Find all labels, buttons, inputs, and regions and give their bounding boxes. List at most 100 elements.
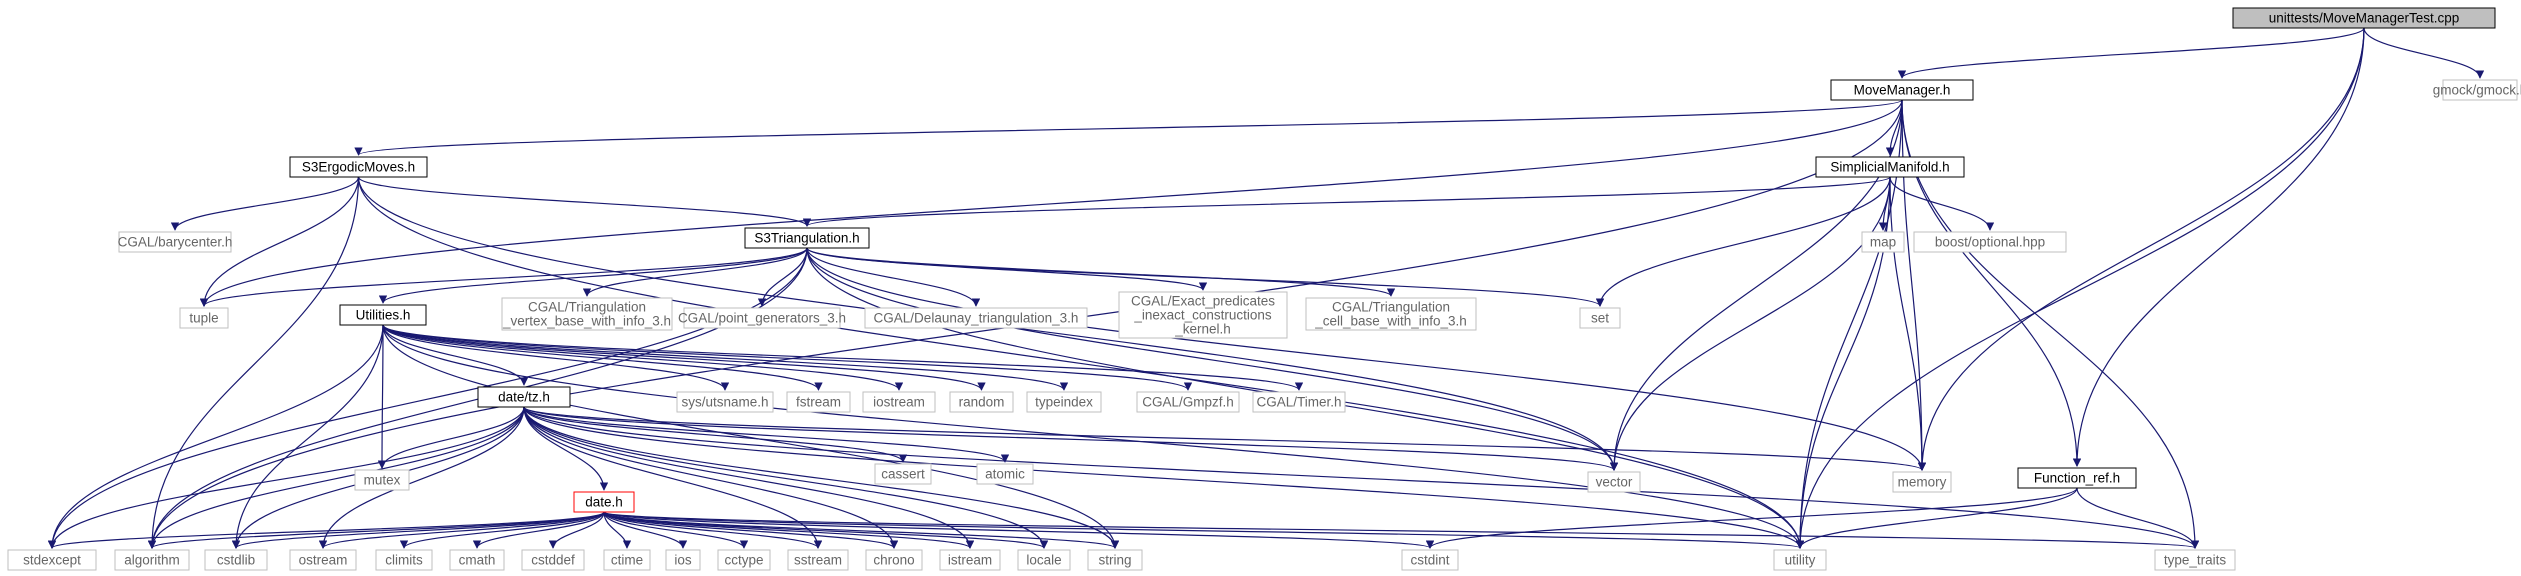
node-label: _vertex_base_with_info_3.h [502,314,671,329]
node-iostream: iostream [862,391,936,413]
edge-utilities-to-mutex [377,324,387,469]
node-dateh[interactable]: date.h [573,491,635,513]
node-label: ios [674,553,692,568]
edge-root-to-utility [1795,27,2365,549]
node-locale: locale [1017,549,1071,571]
node-label: map [1870,235,1896,250]
edge-s3tri-to-memory [806,247,1927,471]
node-box [787,549,849,571]
node-box [477,386,571,408]
node-functionref[interactable]: Function_ref.h [2017,467,2137,489]
node-label: cstddef [531,553,575,568]
node-box [864,307,1088,329]
node-label: ostream [299,553,348,568]
node-label: CGAL/Gmpzf.h [1142,395,1234,410]
node-box [603,549,651,571]
edge-utilities-to-utsname [382,324,730,391]
edge-datetz-to-locale [523,406,1049,549]
node-label: stdexcept [23,553,81,568]
node-label: boost/optional.hpp [1935,235,2045,250]
node-box [1017,549,1071,571]
edge-simplicial-to-boostopt [1889,176,1995,231]
node-atomic: atomic [976,463,1034,485]
edge-root-to-gmock [2363,27,2485,79]
node-box [2442,79,2518,101]
node-box [339,304,427,326]
edge-s3tri-to-tuple [199,247,808,307]
edge-functionref-to-utility [1795,487,2078,549]
edge-dateh-to-cstdint [603,511,1434,549]
edge-utilities-to-stdexcept [47,324,384,549]
node-simplicial[interactable]: SimplicialManifold.h [1815,156,1965,178]
node-utilities[interactable]: Utilities.h [339,304,427,326]
node-cmath: cmath [449,549,505,571]
edge-datetz-to-typetraits [523,406,2199,549]
node-box [501,297,673,331]
node-box [1026,391,1102,413]
edge-utilities-to-gmpzf [382,324,1192,391]
node-tvb: CGAL/Triangulation_vertex_base_with_info… [501,297,673,331]
edge-utilities-to-utility [382,324,1805,549]
edge-s3tri-to-utilities [378,247,808,304]
node-box [862,391,936,413]
node-box [976,463,1034,485]
node-s3ergodic[interactable]: S3ErgodicMoves.h [289,156,428,178]
node-box [2017,467,2137,489]
node-box [1401,549,1459,571]
node-movemanager[interactable]: MoveManager.h [1830,79,1974,101]
nodes-layer: unittests/MoveManagerTest.cppMoveManager… [7,7,2521,571]
node-set: set [1579,307,1621,329]
node-box [939,549,1001,571]
edge-dateh-to-cmath [472,511,605,549]
node-box [573,491,635,513]
node-box [521,549,585,571]
node-label: cctype [724,553,763,568]
node-label: CGAL/Exact_predicates [1131,294,1275,309]
node-label: _cell_base_with_info_3.h [1314,314,1467,329]
node-datetz[interactable]: date/tz.h [477,386,571,408]
node-label: cmath [459,553,496,568]
node-box [354,469,410,491]
node-cassert: cassert [874,463,932,485]
node-delaunay: CGAL/Delaunay_triangulation_3.h [864,307,1088,329]
edge-datetz-to-utility [523,406,1805,549]
node-box [114,549,190,571]
node-istream: istream [939,549,1001,571]
node-label: _inexact_constructions [1133,308,1272,323]
node-box [1252,391,1346,413]
edge-functionref-to-typetraits [2076,487,2200,549]
edge-s3ergodic-to-barycenter [170,176,360,231]
node-label: unittests/MoveManagerTest.cpp [2269,11,2460,26]
node-box [118,231,232,253]
node-box [289,549,357,571]
node-label: S3ErgodicMoves.h [302,160,415,175]
node-label: sys/utsname.h [681,395,768,410]
edge-movemanager-to-typetraits [1901,99,2200,549]
node-box [874,463,932,485]
edge-functionref-to-cstdint [1425,487,2078,549]
node-box [1087,549,1143,571]
node-mutex: mutex [354,469,410,491]
node-box [375,549,433,571]
node-typeindex: typeindex [1026,391,1102,413]
node-map: map [1861,231,1905,253]
node-label: locale [1026,553,1061,568]
edge-datetz-to-string [523,406,1120,549]
edge-datetz-to-mutex [377,406,525,469]
node-memory: memory [1892,471,1952,493]
node-label: istream [948,553,992,568]
node-s3tri[interactable]: S3Triangulation.h [744,227,870,249]
node-box [865,549,923,571]
edge-utilities-to-string [382,324,1120,549]
node-ctime: ctime [603,549,651,571]
node-label: vector [1596,475,1633,490]
node-label: Function_ref.h [2034,471,2120,486]
edge-dateh-to-sstream [603,511,823,549]
node-box [1305,297,1477,331]
edge-movemanager-to-vector [1609,99,1903,471]
edge-datetz-to-algorithm [147,406,525,549]
edge-s3tri-to-set [806,247,1604,307]
node-root[interactable]: unittests/MoveManagerTest.cpp [2232,7,2496,29]
node-ios: ios [665,549,701,571]
